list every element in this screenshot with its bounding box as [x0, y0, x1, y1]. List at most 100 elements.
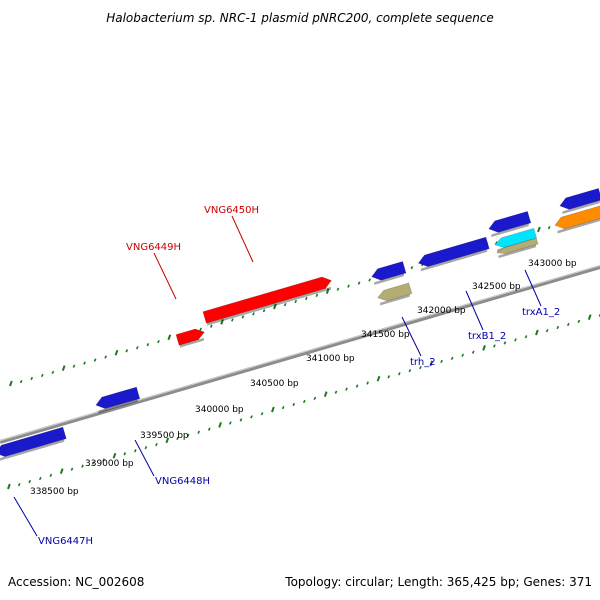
reverse-tick: [355, 384, 359, 388]
scale-label: 342000 bp: [417, 306, 466, 316]
gene-trh_2: [377, 282, 413, 306]
forward-tick: [252, 312, 255, 316]
gene-reverse-gene-c: [496, 237, 539, 259]
map-title: Halobacterium sp. NRC-1 plasmid pNRC200,…: [106, 11, 494, 25]
reverse-tick: [38, 476, 42, 481]
forward-tick: [347, 284, 350, 288]
scale-label: 340000 bp: [195, 405, 244, 415]
reverse-tick: [535, 329, 539, 336]
reverse-tick: [250, 415, 253, 419]
forward-tick: [283, 302, 287, 307]
gene-label-trh_2: trh_2: [410, 357, 436, 368]
scale-label: 339500 bp: [140, 431, 189, 441]
forward-tick: [72, 364, 76, 368]
callout-line-trxA1_2: [524, 269, 542, 307]
reverse-tick: [482, 345, 486, 351]
forward-tick: [93, 358, 97, 362]
reverse-tick: [144, 446, 148, 450]
forward-tick: [146, 343, 150, 347]
scale-label: 341000 bp: [306, 354, 355, 364]
reverse-tick: [302, 399, 306, 404]
gene-label-trxB1_2: trxB1_2: [468, 331, 506, 342]
backbone-highlight: [0, 265, 600, 442]
reverse-tick: [292, 402, 296, 407]
forward-tick: [410, 266, 414, 270]
backbone-track: [0, 265, 600, 444]
reverse-tick: [366, 381, 369, 385]
reverse-tick: [545, 328, 549, 333]
gene-label-VNG6448H: VNG6448H: [155, 476, 210, 487]
reverse-tick: [155, 442, 158, 447]
reverse-tick: [419, 365, 422, 370]
reverse-tick: [28, 479, 32, 484]
callout-line-VNG6447H: [13, 496, 38, 537]
reverse-tick: [133, 449, 137, 453]
reverse-tick: [207, 427, 211, 431]
forward-tick: [537, 226, 541, 233]
gene-VNG6447H: [0, 426, 67, 462]
reverse-tick: [229, 421, 232, 425]
forward-tick: [9, 380, 13, 387]
gene-callouts: VNG6449HVNG6450HVNG6447HVNG6448Htrh_2trx…: [13, 205, 560, 547]
forward-tick: [231, 318, 234, 322]
gene-VNG6449H: [175, 328, 205, 348]
reverse-tick: [123, 452, 127, 456]
reverse-tick: [408, 369, 412, 373]
reverse-tick: [514, 338, 517, 342]
reverse-tick: [556, 325, 560, 330]
reverse-tick: [102, 458, 105, 462]
reverse-tick: [387, 375, 391, 379]
reverse-tick: [323, 391, 328, 397]
backbone-line: [0, 265, 600, 444]
reverse-tick: [313, 396, 317, 401]
reverse-tick: [461, 353, 465, 357]
forward-tick: [241, 315, 245, 319]
reverse-tick: [165, 437, 170, 444]
gene-label-VNG6447H: VNG6447H: [38, 536, 93, 547]
reverse-tick: [345, 387, 348, 391]
forward-tick: [325, 288, 330, 294]
forward-tick: [336, 287, 340, 291]
summary-text: Topology: circular; Length: 365,425 bp; …: [284, 575, 592, 589]
gene-trxB1_2: [417, 236, 490, 272]
reverse-tick: [260, 412, 264, 416]
reverse-tick: [450, 356, 454, 360]
reverse-tick: [429, 360, 434, 367]
reverse-tick: [577, 319, 581, 324]
forward-tick: [209, 324, 213, 328]
forward-tick: [294, 299, 298, 304]
forward-tick: [83, 361, 86, 365]
forward-tick: [315, 293, 319, 298]
forward-tick: [273, 303, 277, 310]
reverse-tick: [271, 406, 275, 413]
callout-line-VNG6449H: [153, 252, 177, 300]
scale-label: 342500 bp: [472, 282, 521, 292]
scale-label: 341500 bp: [361, 330, 410, 340]
gene-label-trxA1_2: trxA1_2: [522, 307, 560, 318]
reverse-tick: [59, 468, 64, 474]
reverse-tick: [493, 344, 496, 348]
forward-tick: [304, 296, 308, 301]
reverse-tick: [70, 467, 74, 471]
scale-label: 340500 bp: [250, 379, 299, 389]
forward-tick: [51, 370, 55, 375]
reverse-tick: [197, 430, 201, 434]
callout-line-trh_2: [401, 316, 422, 357]
forward-tick: [547, 225, 551, 230]
forward-tick: [61, 365, 66, 371]
reverse-tick: [397, 372, 401, 376]
forward-tick: [357, 281, 361, 285]
callout-line-VNG6450H: [231, 215, 254, 263]
forward-tick: [19, 379, 23, 384]
reverse-tick: [91, 461, 95, 465]
gene-reverse-gene-b: [488, 210, 532, 238]
reverse-tick: [176, 436, 179, 441]
forward-tick: [199, 327, 203, 331]
reverse-tick: [186, 433, 190, 437]
reverse-tick: [281, 405, 285, 410]
forward-tick: [114, 349, 119, 356]
reverse-tick: [112, 452, 117, 459]
forward-tick: [262, 309, 266, 313]
scale-label: 339000 bp: [85, 459, 134, 469]
